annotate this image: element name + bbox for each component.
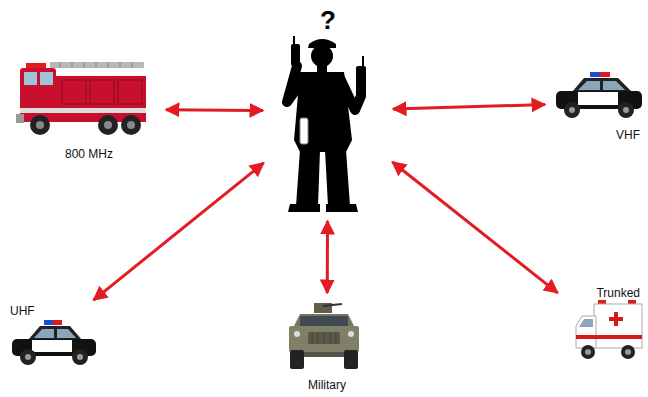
vehicle-node: VHF <box>548 62 644 144</box>
radio-link-arrow <box>392 162 557 293</box>
vehicle-label: Trunked <box>596 286 640 300</box>
vehicle-label: UHF <box>10 304 35 318</box>
military-vehicle <box>289 303 359 369</box>
radio-link-arrow <box>94 163 264 300</box>
police-car <box>12 320 96 365</box>
radio-link-arrow <box>166 108 263 112</box>
officer-figure <box>287 36 366 212</box>
officer-node: ? <box>266 4 390 218</box>
vehicle-label: Military <box>280 378 374 392</box>
vehicle-node: Military <box>280 296 374 394</box>
vehicle-node: 800 MHz <box>15 55 163 163</box>
police-car <box>556 72 642 118</box>
vehicle-node: UHF <box>6 302 102 362</box>
radio-link-arrow <box>326 221 329 293</box>
question-mark: ? <box>266 6 390 34</box>
fire-truck <box>16 62 146 135</box>
vehicle-label: VHF <box>616 128 640 142</box>
ambulance <box>576 300 642 359</box>
radio-link-arrow <box>393 105 545 110</box>
vehicle-node: Trunked <box>560 284 644 372</box>
vehicle-label: 800 MHz <box>15 147 163 161</box>
